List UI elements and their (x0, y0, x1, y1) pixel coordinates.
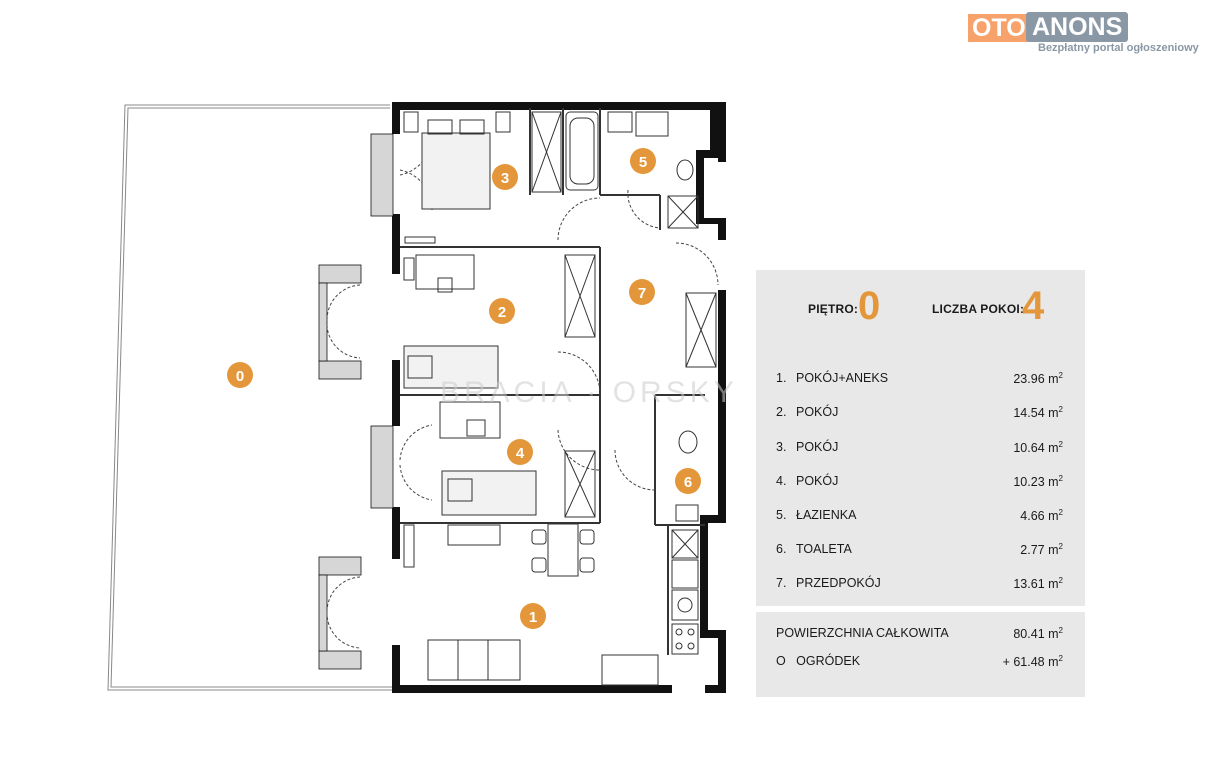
garden-outline (107, 104, 392, 691)
rooms-count-label: LICZBA POKOI: (932, 302, 1025, 316)
room-badge-6: 6 (684, 474, 692, 491)
balconies (318, 133, 394, 670)
room-name: POKÓJ (796, 440, 839, 454)
room-badge-1: 1 (529, 609, 537, 626)
room-name: POKÓJ+ANEKS (796, 371, 889, 385)
garden-area-value: + 61.48 m2 (1002, 654, 1063, 670)
room-badge-2: 2 (498, 304, 506, 321)
watermark: BRACIA · ORSKY (440, 376, 738, 409)
total-area-value: 80.41 m2 (1013, 626, 1063, 642)
room-row: 4. POKÓJ 10.23 m2 (756, 474, 1085, 494)
room-num: 2. (776, 405, 787, 419)
logo-oto: OTO (968, 14, 1030, 42)
room-row: 6. TOALETA 2.77 m2 (756, 542, 1085, 562)
room-num: 6. (776, 542, 787, 556)
room-area: 13.61 m2 (1013, 576, 1063, 592)
inner-walls (400, 108, 705, 655)
room-area: 10.23 m2 (1013, 474, 1063, 490)
room-badge-7: 7 (638, 285, 646, 302)
room-row: 5. ŁAZIENKA 4.66 m2 (756, 508, 1085, 528)
room-num: 5. (776, 508, 787, 522)
totals-panel: POWIERZCHNIA CAŁKOWITA 80.41 m2 O OGRÓDE… (756, 612, 1085, 697)
garden-label: O OGRÓDEK (776, 654, 861, 668)
room-area: 10.64 m2 (1013, 440, 1063, 456)
room-num: 4. (776, 474, 787, 488)
room-badge-5: 5 (639, 154, 647, 171)
rooms-count-value: 4 (1022, 284, 1045, 328)
room-num: 7. (776, 576, 787, 590)
door-swings (326, 136, 719, 649)
room-row: 3. POKÓJ 10.64 m2 (756, 440, 1085, 460)
floor-value: 0 (858, 284, 881, 328)
room-row: 1. POKÓJ+ANEKS 23.96 m2 (756, 371, 1085, 391)
room-badge-3: 3 (501, 170, 509, 187)
logo-anons: ANONS (1026, 12, 1129, 42)
floor-label: PIĘTRO: (808, 302, 859, 316)
outer-walls (392, 102, 726, 693)
room-name: PRZEDPOKÓJ (796, 576, 881, 590)
room-name: TOALETA (796, 542, 852, 556)
room-area: 14.54 m2 (1013, 405, 1063, 421)
room-badges: 0 1 2 3 4 5 6 7 (227, 148, 701, 629)
room-area: 4.66 m2 (1020, 508, 1063, 524)
total-area-label: POWIERZCHNIA CAŁKOWITA (776, 626, 949, 640)
room-area: 2.77 m2 (1020, 542, 1063, 558)
legend-panel: PIĘTRO: 0 LICZBA POKOI: 4 1. POKÓJ+ANEKS… (756, 270, 1085, 606)
room-name: POKÓJ (796, 405, 839, 419)
room-area: 23.96 m2 (1013, 371, 1063, 387)
room-badge-0: 0 (236, 368, 244, 385)
furniture (403, 111, 717, 686)
room-badge-4: 4 (516, 445, 525, 462)
room-name: POKÓJ (796, 474, 839, 488)
room-num: 3. (776, 440, 787, 454)
room-row: 7. PRZEDPOKÓJ 13.61 m2 (756, 576, 1085, 596)
logo-tagline: Bezpłatny portal ogłoszeniowy (1038, 42, 1199, 54)
room-name: ŁAZIENKA (796, 508, 857, 522)
otoanons-logo[interactable]: OTO ANONS Bezpłatny portal ogłoszeniowy (968, 12, 1213, 56)
room-row: 2. POKÓJ 14.54 m2 (756, 405, 1085, 425)
room-num: 1. (776, 371, 787, 385)
